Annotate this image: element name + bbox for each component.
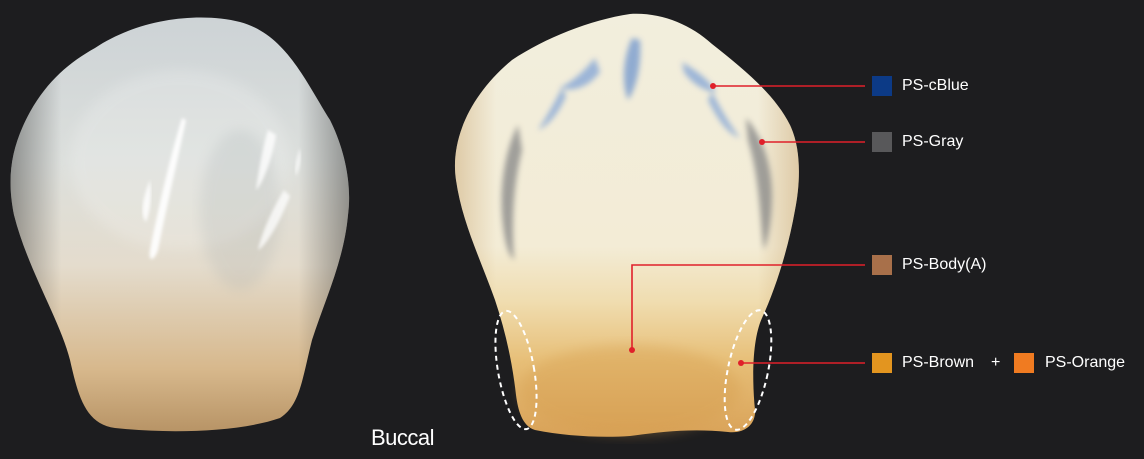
swatch-orange	[1014, 353, 1034, 373]
leader-dot-gray	[759, 139, 765, 145]
tooth-photo	[11, 18, 350, 432]
swatch-gray	[872, 132, 892, 152]
legend-label-body: PS-Body(A)	[902, 255, 986, 275]
swatch-brown	[872, 353, 892, 373]
caption-buccal: Buccal	[371, 425, 434, 451]
legend-label-cblue: PS-cBlue	[902, 76, 969, 96]
plus-sign: +	[991, 353, 1000, 373]
leader-dot-cblue	[710, 83, 716, 89]
legend-label-brown: PS-Brown	[902, 353, 974, 373]
legend-label-gray: PS-Gray	[902, 132, 963, 152]
leader-dot-body	[629, 347, 635, 353]
swatch-body	[872, 255, 892, 275]
tooth-illustration	[455, 14, 799, 437]
swatch-cblue	[872, 76, 892, 96]
leader-dot-brown-orange	[738, 360, 744, 366]
legend-label-orange: PS-Orange	[1045, 353, 1125, 373]
